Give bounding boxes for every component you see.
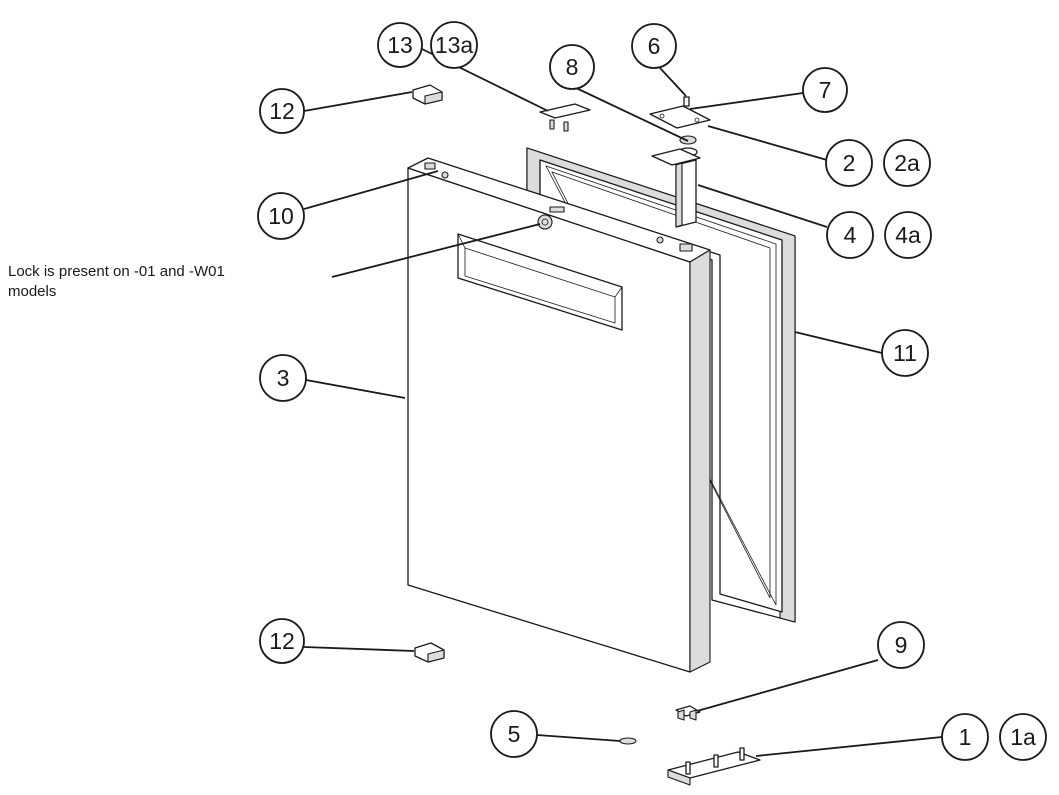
callout-4-label: 4 [844, 222, 857, 248]
callout-11: 11 [881, 329, 929, 377]
callout-13a-label: 13a [435, 32, 474, 58]
bottom-washer [619, 737, 637, 745]
callout-7-label: 7 [819, 77, 832, 103]
callout-3: 3 [259, 354, 307, 402]
callout-8: 8 [549, 44, 595, 90]
callout-1a-label: 1a [1010, 724, 1036, 750]
top-left-hinge-hole [424, 162, 436, 170]
callout-6: 6 [631, 23, 677, 69]
top-screw-hole [441, 171, 449, 179]
bottom-hinge-bracket [667, 747, 761, 786]
callout-5-label: 5 [508, 721, 521, 747]
callout-3-label: 3 [277, 365, 290, 391]
callout-9: 9 [877, 621, 925, 669]
callout-12-top: 12 [259, 88, 305, 134]
leader-lines [303, 47, 943, 757]
callout-12-top-label: 12 [269, 98, 295, 124]
top-latch-plate [539, 103, 591, 132]
callout-2a: 2a [883, 139, 931, 187]
callout-2a-label: 2a [894, 150, 920, 176]
screw-6 [683, 96, 690, 107]
callout-2-label: 2 [843, 150, 856, 176]
door-panel [407, 157, 711, 673]
callout-13-label: 13 [387, 32, 413, 58]
callout-12-bottom-label: 12 [269, 628, 295, 654]
callout-8-label: 8 [566, 54, 579, 80]
callout-2: 2 [825, 139, 873, 187]
callout-7: 7 [802, 67, 848, 113]
callout-4: 4 [826, 211, 874, 259]
door-handle [457, 233, 623, 331]
callout-13a: 13a [430, 21, 478, 69]
lock-cylinder [537, 214, 553, 230]
bottom-bushing [675, 705, 701, 721]
callout-6-label: 6 [648, 33, 661, 59]
callout-4a-label: 4a [895, 222, 921, 248]
callout-1: 1 [941, 713, 989, 761]
callout-10-label: 10 [268, 203, 294, 229]
lock-note: Lock is present on -01 and -W01 models [8, 263, 225, 300]
top-hinge-plate [649, 96, 711, 129]
callout-11-label: 11 [893, 340, 917, 366]
callout-9-label: 9 [895, 632, 908, 658]
callout-13: 13 [377, 22, 423, 68]
callout-1a: 1a [999, 713, 1047, 761]
hinge-cap-top [412, 84, 443, 105]
callout-4a: 4a [884, 211, 932, 259]
callout-12-bottom: 12 [259, 618, 305, 664]
callout-10: 10 [257, 192, 305, 240]
callout-1-label: 1 [959, 724, 972, 750]
callout-5: 5 [490, 710, 538, 758]
hinge-pin-bracket [651, 148, 701, 228]
hinge-cap-bottom [414, 642, 445, 663]
